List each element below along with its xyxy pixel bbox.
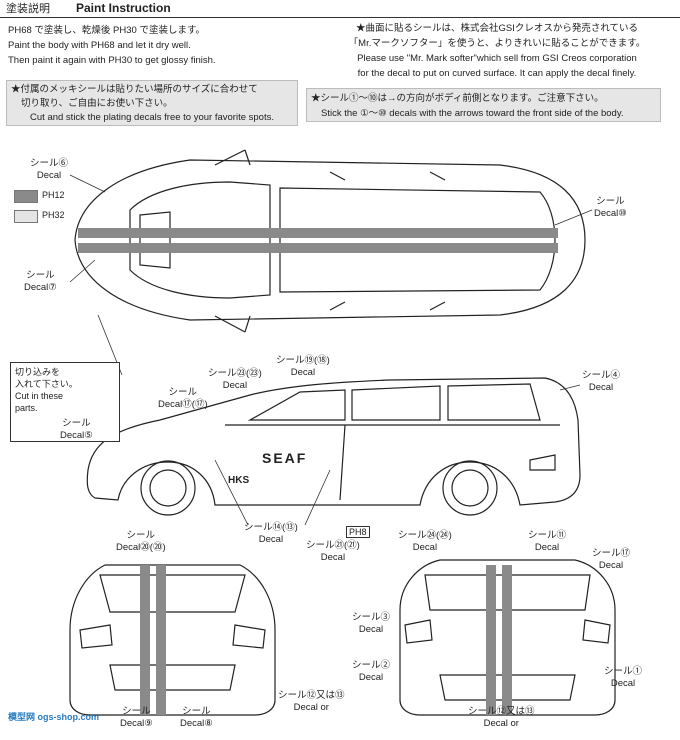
decal-note-jp1: ★曲面に貼るシールは、株式会社GSIクレオスから発売されている — [355, 23, 639, 34]
watermark: 模型网 ogs-shop.com — [8, 712, 100, 722]
front-view-car — [69, 564, 276, 716]
callout-24: シール㉔(㉔)Decal — [398, 530, 452, 553]
callout-21: シール㉑(㉑)Decal — [306, 540, 360, 563]
decal-note-jp2: 「Mr.マークソフター」を使うと、よりきれいに貼ることができます。 — [348, 38, 646, 49]
arrow-note-en: Stick the ①～⑩ decals with the arrows tow… — [321, 108, 624, 119]
plating-note: ★付属のメッキシールは貼りたい場所のサイズに合わせて 切り取り、ご自由にお使い下… — [6, 80, 298, 126]
cut-en2: parts. — [15, 403, 38, 413]
cut-instruction-box: 切り込みを 入れて下さい。 Cut in these parts. — [10, 362, 120, 442]
header-jp-title: 塗装説明 — [6, 2, 50, 15]
top-view-car — [74, 149, 586, 333]
callout-19: シール⑲(⑱)Decal — [276, 355, 330, 378]
cut-jp2: 入れて下さい。 — [15, 379, 78, 389]
cut-jp1: 切り込みを — [15, 367, 61, 377]
side-text-seaf: SEAF — [262, 450, 308, 466]
arrow-note: ★シール①～⑩は→の方向がボディ前側となります。ご注意下さい。 Stick th… — [306, 88, 661, 122]
swatch-ph32-label: PH32 — [42, 210, 65, 220]
paint-note: PH68 で塗装し、乾燥後 PH30 で塗装します。 Paint the bod… — [8, 23, 308, 68]
decal-note-en2: for the decal to put on curved surface. … — [357, 68, 637, 79]
rear-view-car — [399, 559, 616, 716]
paint-note-en2: Then paint it again with PH30 to get glo… — [8, 55, 216, 66]
side-text-hks: HKS — [228, 475, 250, 486]
plating-note-jp1: ★付属のメッキシールは貼りたい場所のサイズに合わせて — [11, 84, 258, 95]
callout-23: シール㉓(㉓)Decal — [208, 368, 262, 391]
paint-note-jp: PH68 で塗装し、乾燥後 PH30 で塗装します。 — [8, 25, 205, 36]
plating-note-jp2: 切り取り、ご自由にお使い下さい。 — [21, 98, 173, 109]
side-view-car — [86, 377, 581, 516]
ph8-label: PH8 — [346, 526, 370, 538]
header-divider — [0, 17, 680, 18]
swatch-ph12 — [14, 190, 38, 203]
plating-note-en: Cut and stick the plating decals free to… — [30, 112, 274, 123]
callout-14: シール⑭(⑬)Decal — [244, 522, 298, 545]
swatch-ph32 — [14, 210, 38, 223]
arrow-note-jp: ★シール①～⑩は→の方向がボディ前側となります。ご注意下さい。 — [311, 93, 604, 104]
decal-softer-note: ★曲面に貼るシールは、株式会社GSIクレオスから発売されている 「Mr.マークソ… — [322, 21, 672, 81]
paint-note-en1: Paint the body with PH68 and let it dry … — [8, 40, 191, 51]
cut-en1: Cut in these — [15, 391, 64, 401]
swatch-ph12-label: PH12 — [42, 190, 65, 200]
decal-note-en1: Please use "Mr. Mark softer"which sell f… — [357, 53, 637, 64]
header-title: Paint Instruction — [76, 1, 171, 15]
